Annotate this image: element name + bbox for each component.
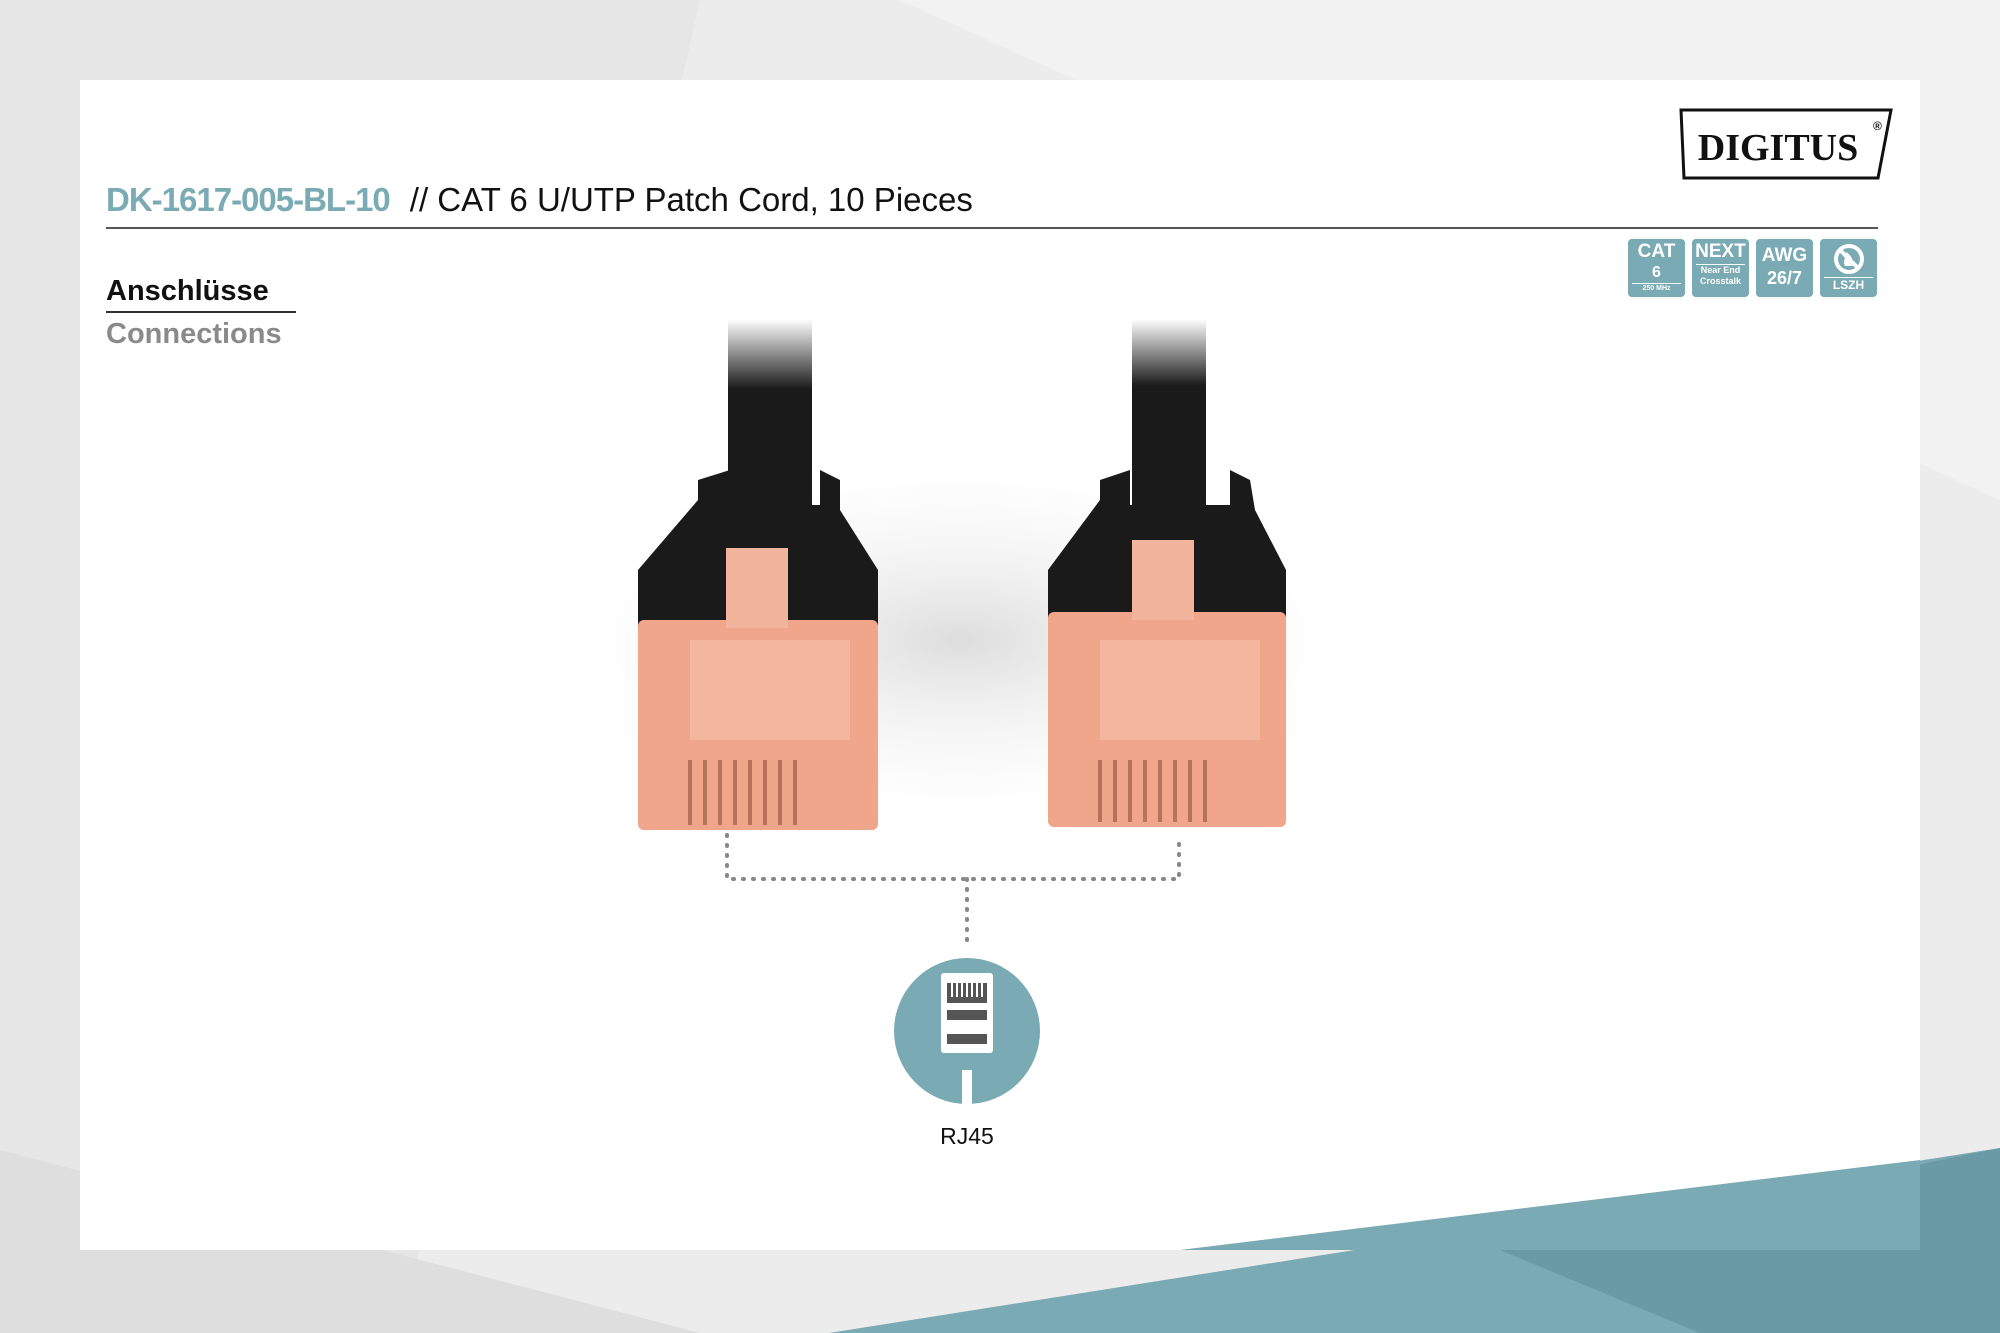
badge-text: CAT [1637,241,1676,262]
badge-text: 250 MHz [1632,283,1681,293]
section-title-de: Anschlüsse [106,275,269,307]
no-fire-icon [1833,244,1864,274]
product-code: DK-1617-005-BL-10 [106,181,391,218]
rj45-plug-icon [894,958,1040,1104]
page-title: DK-1617-005-BL-10 // CAT 6 U/UTP Patch Co… [106,180,973,220]
badge-text: AWG [1761,245,1808,266]
rj45-connector-left [638,319,878,830]
product-description: // CAT 6 U/UTP Patch Cord, 10 Pieces [409,181,973,218]
badge-text: LSZH [1824,277,1873,293]
dotted-connector-line [725,833,1181,946]
badge-text: Crosstalk [1699,276,1742,286]
title-divider [106,227,1878,229]
badge-text: 6 [1652,264,1661,281]
section-title-en: Connections [106,318,282,350]
connector-label: RJ45 [940,1123,994,1149]
svg-text:®: ® [1873,119,1882,133]
rj45-connector-right [1048,319,1286,827]
svg-text:DIGITUS: DIGITUS [1698,127,1859,169]
badge-next: NEXT Near End Crosstalk [1692,239,1749,297]
badge-lszh: LSZH [1820,239,1877,297]
badge-text: NEXT [1695,241,1746,262]
badge-awg: AWG 26/7 [1756,239,1813,297]
badge-text: Near End [1696,264,1745,276]
badge-cat6: CAT 6 250 MHz [1628,239,1685,297]
badge-text: 26/7 [1766,268,1803,288]
digitus-logo: DIGITUS ® [1679,108,1893,180]
section-underline [106,311,296,313]
